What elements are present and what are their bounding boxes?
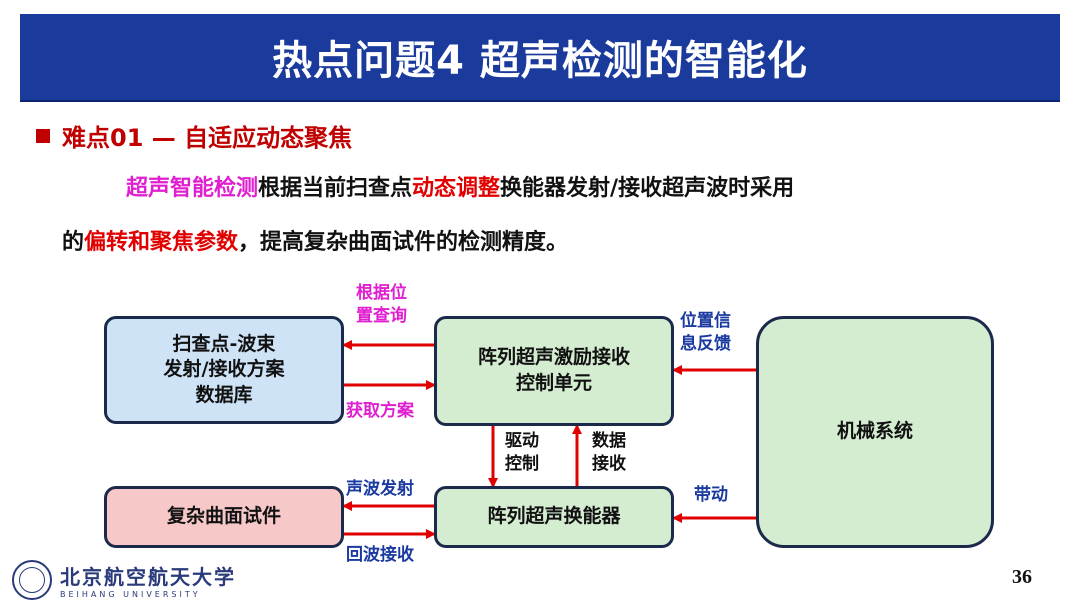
label-drive-control-line-2: 控制 xyxy=(505,453,539,474)
specimen-label: 复杂曲面试件 xyxy=(166,505,281,528)
database-box: 扫查点-波束 发射/接收方案 数据库 xyxy=(104,316,344,424)
para-text: 的 xyxy=(62,230,85,255)
label-obtain: 获取方案 xyxy=(346,401,414,421)
label-data-receive-line-2: 接收 xyxy=(592,453,626,474)
emph-dynamic-adjust: 动态调整 xyxy=(412,176,501,201)
university-logo: 北京航空航天大学 BEIHANG UNIVERSITY xyxy=(12,560,236,600)
label-query-line-2: 置查询 xyxy=(356,305,407,326)
label-feedback-line-1: 位置信 xyxy=(680,311,731,331)
bullet-square-icon xyxy=(36,128,50,143)
emph-params: 偏转和聚焦参数 xyxy=(84,230,239,255)
label-echo: 回波接收 xyxy=(346,545,414,565)
bullet-text: 难点01 — 自适应动态聚焦 xyxy=(62,124,353,152)
database-line-3: 数据库 xyxy=(195,383,253,406)
label-drive-control-line-1: 驱动 xyxy=(505,431,539,451)
label-position-feedback: 位置信 息反馈 xyxy=(680,310,731,356)
mechanical-system-box: 机械系统 xyxy=(756,316,994,548)
slide-title: 热点问题4 超声检测的智能化 xyxy=(272,38,808,84)
specimen-box: 复杂曲面试件 xyxy=(104,486,344,548)
label-query-line-1: 根据位 xyxy=(356,283,407,303)
database-line-1: 扫查点-波束 xyxy=(172,332,276,355)
control-unit-line-2: 控制单元 xyxy=(515,372,592,394)
label-drive: 带动 xyxy=(694,485,728,505)
emph-smart-detection: 超声智能检测 xyxy=(126,176,259,201)
label-drive-control: 驱动 控制 xyxy=(505,430,539,476)
transducer-label: 阵列超声换能器 xyxy=(487,505,621,528)
database-line-2: 发射/接收方案 xyxy=(163,358,285,381)
label-query: 根据位 置查询 xyxy=(356,282,407,328)
bullet-heading: 难点01 — 自适应动态聚焦 xyxy=(36,118,352,153)
label-data-receive: 数据 接收 xyxy=(592,430,626,476)
para-text: ，提高复杂曲面试件的检测精度。 xyxy=(238,230,569,255)
university-seal-icon xyxy=(12,560,52,600)
transducer-box: 阵列超声换能器 xyxy=(434,486,674,548)
label-feedback-line-2: 息反馈 xyxy=(680,333,731,354)
logo-chinese-name: 北京航空航天大学 xyxy=(60,565,236,589)
title-bar: 热点问题4 超声检测的智能化 xyxy=(20,14,1060,102)
para-text: 换能器发射/接收超声波时采用 xyxy=(500,176,795,201)
control-unit-box: 阵列超声激励接收 控制单元 xyxy=(434,316,674,426)
paragraph-line-1: 超声智能检测根据当前扫查点动态调整换能器发射/接收超声波时采用 xyxy=(126,170,794,202)
control-unit-line-1: 阵列超声激励接收 xyxy=(477,346,630,369)
paragraph-line-2: 的偏转和聚焦参数，提高复杂曲面试件的检测精度。 xyxy=(62,224,568,256)
label-data-receive-line-1: 数据 xyxy=(592,431,626,451)
para-text: 根据当前扫查点 xyxy=(258,176,413,201)
logo-english-name: BEIHANG UNIVERSITY xyxy=(60,590,201,599)
page-number: 36 xyxy=(1012,566,1032,588)
mechanical-system-label: 机械系统 xyxy=(836,420,913,443)
label-transmit: 声波发射 xyxy=(346,479,414,499)
